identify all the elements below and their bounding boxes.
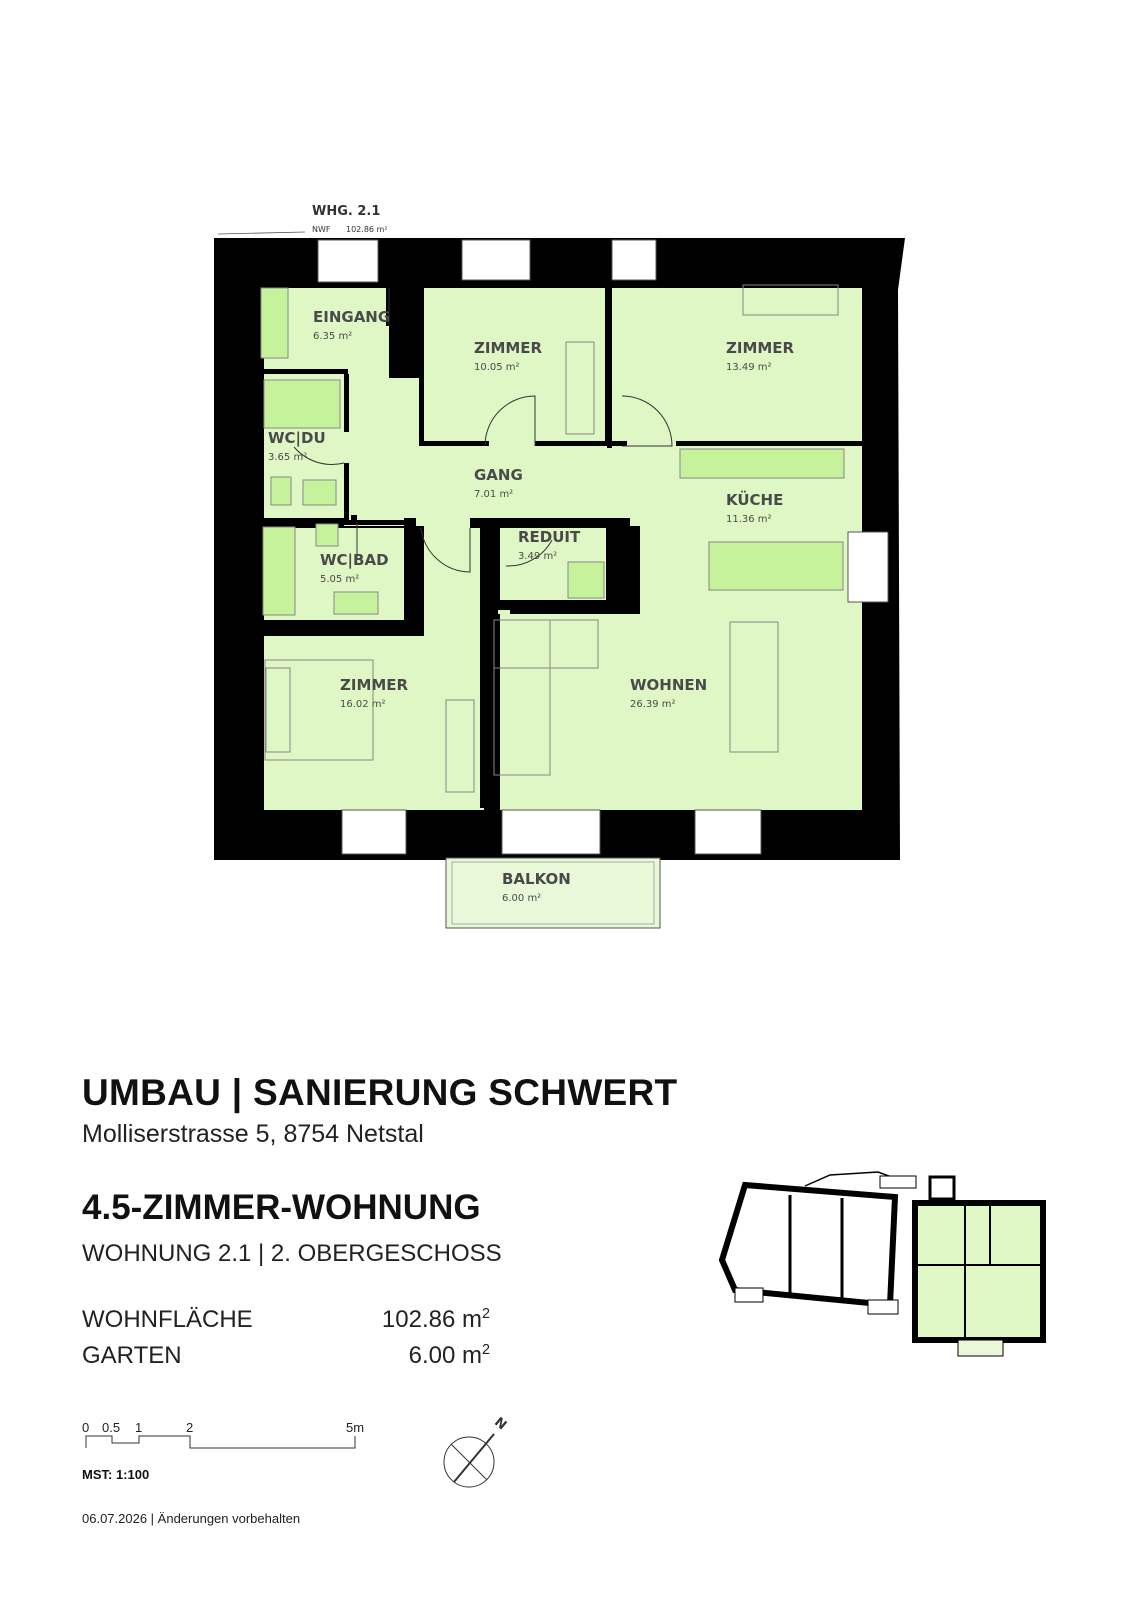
key-plan <box>718 1171 1046 1357</box>
room-area: 7.01 m² <box>474 489 513 500</box>
room-name: ZIMMER <box>340 676 409 694</box>
furniture <box>260 284 845 793</box>
room-area: 5.05 m² <box>320 574 359 585</box>
unit-title: 4.5-ZIMMER-WOHNUNG <box>82 1188 481 1227</box>
room-area: 10.05 m² <box>474 362 520 373</box>
apartment-tag-nwf: NWF <box>312 225 331 234</box>
room-name: GANG <box>474 466 523 484</box>
project-address: Molliserstrasse 5, 8754 Netstal <box>82 1120 424 1148</box>
scale-tick: 0 <box>82 1420 90 1435</box>
interior-walls <box>259 288 862 808</box>
room-area: 11.36 m² <box>726 514 772 525</box>
windows <box>317 239 889 855</box>
garten-value: 6.00 m2 <box>330 1342 490 1370</box>
garten-number: 6.00 m <box>408 1342 482 1369</box>
scale-tick: 1 <box>135 1420 143 1435</box>
room-name: REDUIT <box>518 528 581 546</box>
project-title: UMBAU | SANIERUNG SCHWERT <box>82 1072 678 1113</box>
room-name: ZIMMER <box>726 339 795 357</box>
room-area: 6.00 m² <box>502 893 541 904</box>
scale-tick: 2 <box>186 1420 194 1435</box>
room-name: WOHNEN <box>630 676 707 694</box>
room-name: WC|BAD <box>320 551 389 570</box>
scale-tick: 0.5 <box>102 1420 121 1435</box>
wohnflaeche-label: WOHNFLÄCHE <box>82 1306 253 1333</box>
apartment-tag-nwf-value: 102.86 m² <box>346 225 388 234</box>
room-area: 13.49 m² <box>726 362 772 373</box>
balcony <box>445 857 661 929</box>
wohnflaeche-value: 102.86 m2 <box>330 1306 490 1334</box>
unit-superscript: 2 <box>481 1306 490 1322</box>
unit-superscript: 2 <box>481 1342 490 1358</box>
room-name: KÜCHE <box>726 490 783 509</box>
room-name: EINGANG <box>313 308 390 326</box>
apartment-tag: WHG. 2.1 NWF 102.86 m² <box>217 204 388 235</box>
room-area: 3.65 m² <box>268 452 307 463</box>
room-area: 6.35 m² <box>313 331 352 342</box>
doors <box>293 288 673 573</box>
room-labels: EINGANG 6.35 m² ZIMMER 10.05 m² ZIMMER 1… <box>268 308 795 904</box>
room-area: 16.02 m² <box>340 699 386 710</box>
scale-tick: 5m <box>346 1420 365 1435</box>
room-area: 3.49 m² <box>518 551 557 562</box>
scale-label: MST: 1:100 <box>82 1467 150 1482</box>
north-label: N <box>491 1415 509 1433</box>
room-name: ZIMMER <box>474 339 543 357</box>
room-area: 26.39 m² <box>630 699 676 710</box>
room-name: BALKON <box>502 870 571 888</box>
apartment-tag-label: WHG. 2.1 <box>312 204 380 219</box>
wohnflaeche-number: 102.86 m <box>381 1306 482 1333</box>
footer-note: 06.07.2026 | Änderungen vorbehalten <box>82 1511 301 1526</box>
north-arrow: N <box>443 1415 509 1488</box>
unit-subtitle: WOHNUNG 2.1 | 2. OBERGESCHOSS <box>82 1240 502 1267</box>
room-name: WC|DU <box>268 429 326 448</box>
scale-bar <box>85 1435 356 1449</box>
garten-label: GARTEN <box>82 1342 182 1369</box>
